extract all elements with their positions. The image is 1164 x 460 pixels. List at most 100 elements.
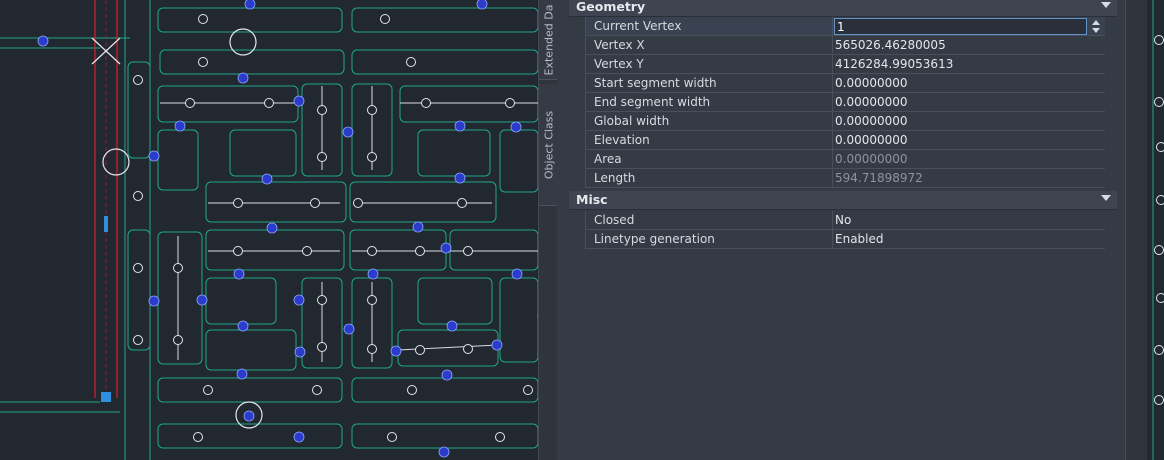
manhole-node — [415, 246, 425, 256]
valve-marker — [294, 346, 306, 358]
manhole-node — [317, 105, 327, 115]
valve-marker — [236, 368, 248, 380]
cad-drawing-secondary — [1152, 0, 1164, 460]
collapse-caret-icon[interactable] — [1101, 195, 1111, 201]
prop-value[interactable]: Enabled — [835, 232, 884, 246]
prop-value[interactable]: 0.00000000 — [835, 76, 908, 90]
column-divider — [832, 230, 833, 249]
parcel-block — [205, 229, 345, 271]
prop-value: 0.00000000 — [835, 152, 908, 166]
manhole-node — [302, 246, 312, 256]
prop-name: Global width — [594, 114, 670, 128]
manhole-node — [233, 198, 243, 208]
grip-handle — [101, 392, 111, 402]
prop-name: Elevation — [594, 133, 650, 147]
parcel-block — [349, 181, 497, 223]
valve-marker — [261, 173, 273, 185]
spin-up-icon[interactable] — [1092, 20, 1100, 25]
column-divider — [832, 211, 833, 230]
prop-name: Linetype generation — [594, 232, 715, 246]
valve-marker — [390, 345, 402, 357]
cad-drawing[interactable] — [0, 0, 538, 460]
prop-value[interactable]: 4126284.99053613 — [835, 57, 954, 71]
manhole-node — [312, 385, 322, 395]
parcel-block — [157, 129, 199, 191]
secondary-drawing-canvas[interactable] — [1147, 0, 1164, 460]
manhole-node — [353, 198, 363, 208]
manhole-node — [1154, 395, 1164, 405]
vertex-spinner[interactable] — [1090, 18, 1104, 35]
prop-row-current-vertex[interactable]: Current Vertex — [585, 17, 1105, 36]
prop-row-vertex-y[interactable]: Vertex Y 4126284.99053613 — [585, 55, 1105, 74]
prop-row-closed[interactable]: Closed No — [585, 211, 1105, 230]
palette-scroll-edge — [1125, 0, 1147, 460]
manhole-node — [406, 57, 416, 67]
manhole-node — [133, 263, 143, 273]
valve-marker — [438, 446, 450, 458]
column-divider — [832, 169, 833, 188]
parcel-block — [159, 49, 345, 75]
prop-name: End segment width — [594, 95, 711, 109]
prop-name: Current Vertex — [594, 19, 682, 33]
spin-down-icon[interactable] — [1092, 28, 1100, 33]
prop-row-vertex-x[interactable]: Vertex X 565026.46280005 — [585, 36, 1105, 55]
prop-value[interactable]: 0.00000000 — [835, 95, 908, 109]
manhole-node — [367, 295, 377, 305]
prop-value: 594.71898972 — [835, 171, 923, 185]
prop-value[interactable]: 0.00000000 — [835, 114, 908, 128]
prop-row-elevation[interactable]: Elevation 0.00000000 — [585, 131, 1105, 150]
prop-row-start-segment-width[interactable]: Start segment width 0.00000000 — [585, 74, 1105, 93]
tab-object-class[interactable]: Object Class — [539, 84, 558, 206]
manhole-node — [463, 246, 473, 256]
parcel-block — [205, 277, 277, 325]
category-misc[interactable]: Misc — [569, 191, 1117, 210]
column-divider — [832, 112, 833, 131]
prop-row-global-width[interactable]: Global width 0.00000000 — [585, 112, 1105, 131]
valve-marker — [293, 431, 305, 443]
manhole-node — [421, 98, 431, 108]
valve-marker — [293, 95, 305, 107]
manhole-node — [317, 152, 327, 162]
parcel-block — [127, 229, 151, 351]
column-divider — [832, 36, 833, 55]
drawing-canvas[interactable] — [0, 0, 538, 460]
prop-name: Closed — [594, 213, 635, 227]
manhole-node — [1154, 35, 1164, 45]
manhole-node — [1154, 245, 1164, 255]
prop-name: Vertex Y — [594, 57, 644, 71]
category-geometry[interactable]: Geometry — [569, 0, 1117, 17]
collapse-caret-icon[interactable] — [1101, 2, 1111, 8]
manhole-node — [463, 344, 473, 354]
prop-value[interactable]: 0.00000000 — [835, 133, 908, 147]
current-vertex-input[interactable] — [834, 18, 1087, 35]
manhole-node — [133, 191, 143, 201]
parcel-block — [499, 277, 538, 363]
column-divider — [832, 93, 833, 112]
manhole-node — [198, 14, 208, 24]
prop-name: Start segment width — [594, 76, 717, 90]
manhole-node — [523, 385, 533, 395]
column-divider — [832, 131, 833, 150]
valve-marker — [476, 0, 488, 10]
prop-row-end-segment-width[interactable]: End segment width 0.00000000 — [585, 93, 1105, 112]
manhole-node — [407, 385, 417, 395]
parcel-block — [417, 129, 491, 177]
valve-marker — [196, 294, 208, 306]
valve-marker — [237, 72, 249, 84]
valve-marker — [440, 242, 452, 254]
valve-marker — [293, 294, 305, 306]
prop-value[interactable]: 565026.46280005 — [835, 38, 946, 52]
column-divider — [832, 150, 833, 169]
manhole-node — [133, 335, 143, 345]
prop-value[interactable]: No — [835, 213, 852, 227]
manhole-node — [495, 432, 505, 442]
prop-row-linetype-generation[interactable]: Linetype generation Enabled — [585, 230, 1105, 249]
valve-marker — [511, 268, 523, 280]
manhole-node — [198, 57, 208, 67]
category-misc-title: Misc — [576, 192, 608, 207]
manhole-node — [173, 335, 183, 345]
valve-marker — [454, 172, 466, 184]
valve-marker — [342, 126, 354, 138]
manhole-node — [203, 385, 213, 395]
tab-extended-data[interactable]: Extended Da — [539, 0, 558, 80]
